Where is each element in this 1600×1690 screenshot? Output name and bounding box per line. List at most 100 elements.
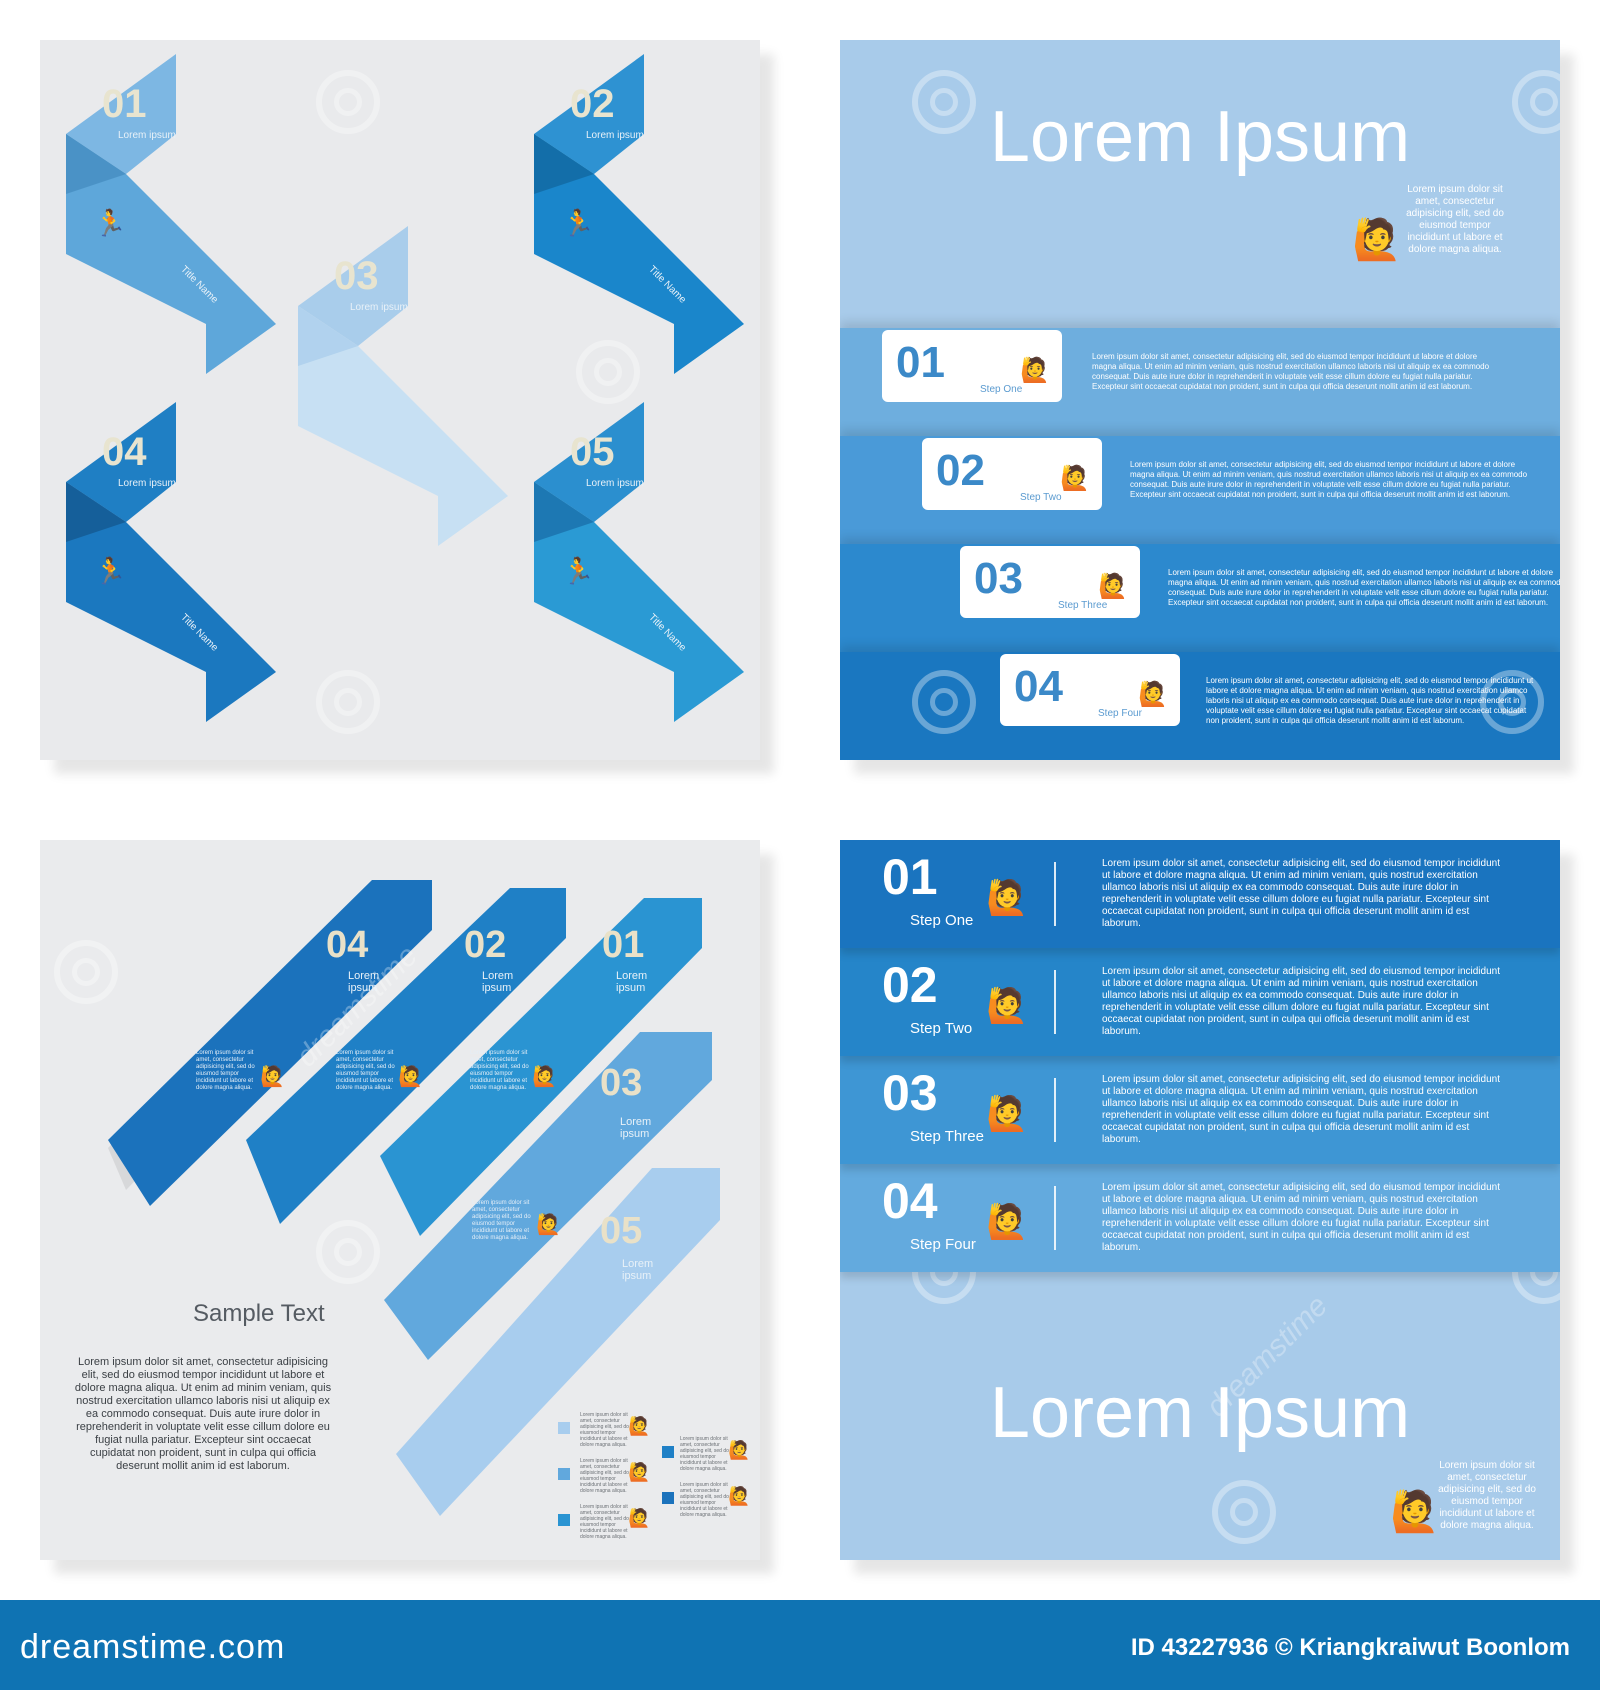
ribbon-number: 02 xyxy=(570,82,615,126)
step-row-04: 04 Step Four 🙋 Lorem ipsum dolor sit ame… xyxy=(840,1164,1560,1272)
divider xyxy=(1054,1186,1056,1250)
person-icon: 🙋 xyxy=(536,1214,561,1236)
ribbon-01-shape xyxy=(66,54,276,374)
side-text: Lorem ipsum dolor sit amet, consectetur … xyxy=(1438,1460,1536,1531)
side-text: Lorem ipsum dolor sit amet, consectetur … xyxy=(1406,184,1504,255)
ribbon-02-shape xyxy=(534,54,744,374)
ribbon-03-shape xyxy=(298,226,508,546)
bar-text: Lorem ipsum dolor sit amet, consectetur … xyxy=(336,1050,395,1091)
brand-logo[interactable]: dreamstime.com xyxy=(20,1628,286,1666)
step-row-01: 01 Step One 🙋 Lorem ipsum dolor sit amet… xyxy=(840,840,1560,948)
ribbon-number: 04 xyxy=(102,430,147,474)
step-text: Lorem ipsum dolor sit amet, consectetur … xyxy=(1206,676,1534,725)
step-band-03: 03 Step Three 🙋 Lorem ipsum dolor sit am… xyxy=(840,544,1560,652)
step-label: Step One xyxy=(910,912,974,929)
step-number: 01 xyxy=(896,338,945,387)
person-icon: 🙋 xyxy=(986,987,1029,1025)
legend-text: Lorem ipsum dolor sit amet, consectetur … xyxy=(580,1504,629,1540)
person-icon: 🙋 xyxy=(986,1203,1029,1241)
person-icon: 🙋 xyxy=(986,1095,1029,1133)
step-label: Step Two xyxy=(910,1020,973,1037)
person-icon: 🙋 xyxy=(1020,357,1050,384)
bar-subtitle: Lorem ipsum xyxy=(622,1258,654,1282)
bar-number: 02 xyxy=(464,924,507,966)
ribbon-02: 02 Lorem ipsum 🏃 Title Name xyxy=(534,54,754,404)
step-label: Step Three xyxy=(910,1128,984,1145)
step-number: 03 xyxy=(974,554,1023,603)
step-number: 04 xyxy=(882,1173,938,1229)
step-band-01: 01 Step One 🙋 Lorem ipsum dolor sit amet… xyxy=(840,328,1560,436)
ribbon-05: 05 Lorem ipsum 🏃 Title Name xyxy=(534,402,754,752)
ribbon-number: 01 xyxy=(102,82,147,126)
divider xyxy=(1054,862,1056,926)
ribbon-number: 03 xyxy=(334,254,379,298)
step-text: Lorem ipsum dolor sit amet, consectetur … xyxy=(1102,1074,1500,1145)
person-icon: 🙋 xyxy=(398,1066,423,1088)
watermark-logo-icon xyxy=(316,670,380,734)
step-card: 03 Step Three 🙋 xyxy=(960,546,1140,618)
watermark-logo-icon xyxy=(576,340,640,404)
bar-number: 01 xyxy=(602,924,645,966)
person-icon: 🏃 xyxy=(562,208,595,238)
bar-number: 05 xyxy=(600,1210,643,1252)
footer-bar: dreamstime.com ID 43227936 © Kriangkraiw… xyxy=(0,1600,1600,1690)
step-card: 01 Step One 🙋 xyxy=(882,330,1062,402)
bar-subtitle: Lorem ipsum xyxy=(616,970,648,994)
person-icon: 🙋 xyxy=(628,1416,651,1436)
ribbon-04: 04 Lorem ipsum 🏃 Title Name xyxy=(66,402,286,752)
ribbon-05-shape xyxy=(534,402,744,722)
bar-subtitle: Lorem ipsum xyxy=(482,970,514,994)
watermark-logo-icon xyxy=(316,70,380,134)
person-icon: 🏃 xyxy=(94,208,127,238)
ribbon-panel: 01 Lorem ipsum 🏃 Title Name 02 Lorem ips… xyxy=(40,40,760,760)
step-text: Lorem ipsum dolor sit amet, consectetur … xyxy=(1168,568,1560,607)
panel-heading: Lorem Ipsum xyxy=(989,1373,1411,1453)
person-icon: 🙋 xyxy=(1060,465,1090,492)
step-number: 04 xyxy=(1014,662,1063,711)
person-icon: 🙋 xyxy=(1352,218,1402,262)
watermark-logo-icon xyxy=(1512,70,1560,134)
step-number: 02 xyxy=(936,446,985,495)
divider xyxy=(1054,970,1056,1034)
step-text: Lorem ipsum dolor sit amet, consectetur … xyxy=(1102,1182,1500,1253)
person-icon: 🙋 xyxy=(728,1440,751,1460)
step-label: Step Three xyxy=(1058,600,1108,611)
step-label: Step Two xyxy=(1020,492,1062,503)
step-text: Lorem ipsum dolor sit amet, consectetur … xyxy=(1102,966,1500,1037)
ribbon-subtitle: Lorem ipsum xyxy=(118,478,176,489)
image-id-credit: ID 43227936 © Kriangkraiwut Boonlom xyxy=(1130,1634,1570,1661)
step-number: 03 xyxy=(882,1065,938,1121)
step-number: 01 xyxy=(882,849,938,905)
ribbon-subtitle: Lorem ipsum xyxy=(350,302,408,313)
bar-subtitle: Lorem ipsum xyxy=(620,1116,652,1140)
step-card: 04 Step Four 🙋 xyxy=(1000,654,1180,726)
legend-swatch xyxy=(558,1468,570,1480)
steps-list-panel: 01 Step One 🙋 Lorem ipsum dolor sit amet… xyxy=(840,840,1560,1560)
sample-body: Lorem ipsum dolor sit amet, consectetur … xyxy=(74,1356,332,1472)
bar-text: Lorem ipsum dolor sit amet, consectetur … xyxy=(196,1050,255,1091)
person-icon: 🙋 xyxy=(1098,573,1128,600)
legend-swatch xyxy=(558,1422,570,1434)
person-icon: 🙋 xyxy=(986,879,1029,917)
ribbon-subtitle: Lorem ipsum xyxy=(118,130,176,141)
person-icon: 🙋 xyxy=(628,1462,651,1482)
person-icon: 🙋 xyxy=(532,1066,557,1088)
watermark-logo-icon xyxy=(912,670,976,734)
bar-subtitle: Lorem ipsum xyxy=(348,970,380,994)
step-row-03: 03 Step Three 🙋 Lorem ipsum dolor sit am… xyxy=(840,1056,1560,1164)
bar-number: 04 xyxy=(326,924,369,966)
legend-swatch xyxy=(662,1446,674,1458)
step-label: Step Four xyxy=(910,1236,976,1253)
watermark-logo-icon xyxy=(1212,1480,1276,1544)
step-label: Step Four xyxy=(1098,708,1142,719)
bar-number: 03 xyxy=(600,1062,643,1104)
legend-text: Lorem ipsum dolor sit amet, consectetur … xyxy=(680,1436,729,1472)
ribbon-01: 01 Lorem ipsum 🏃 Title Name xyxy=(66,54,286,404)
person-icon: 🙋 xyxy=(628,1508,651,1528)
ribbon-04-shape xyxy=(66,402,276,722)
ribbon-subtitle: Lorem ipsum xyxy=(586,478,644,489)
person-icon: 🙋 xyxy=(1390,1490,1440,1534)
person-icon: 🏃 xyxy=(94,556,127,586)
person-icon: 🙋 xyxy=(260,1066,285,1088)
person-icon: 🏃 xyxy=(562,556,595,586)
